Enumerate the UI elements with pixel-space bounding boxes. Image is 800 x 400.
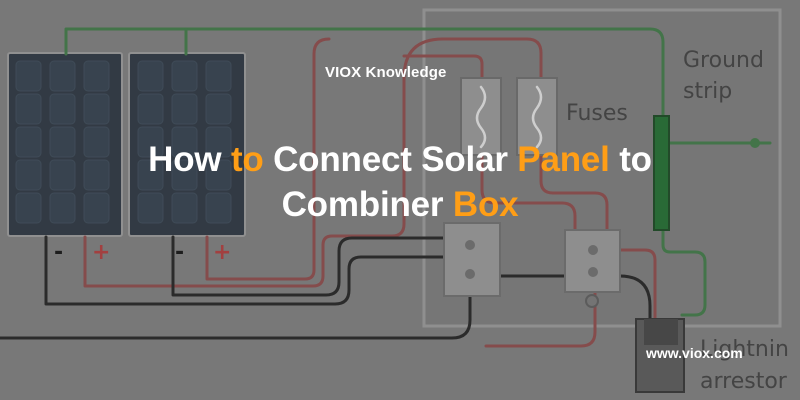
title-line1-part-3: Connect Solar [263, 140, 518, 179]
title-line1-part-4: Panel [517, 140, 610, 179]
page-title: How to Connect Solar Panel to Combiner B… [40, 137, 760, 227]
fuses-label: Fuses [566, 101, 628, 126]
lightning-arrestor-label-line2: arrestor [700, 369, 788, 394]
panel2-negative-label: - [175, 240, 184, 265]
title-line-1: How to Connect Solar Panel to [40, 137, 760, 182]
solar-panel-2 [128, 52, 246, 237]
positive-wires [83, 37, 657, 348]
ground-wires [64, 27, 772, 317]
lightning-arrestor-device [635, 318, 685, 393]
ground-strip-label-line2: strip [683, 79, 732, 104]
title-line1-part-5: to [609, 140, 652, 179]
ground-bar [653, 115, 670, 231]
panel2-positive-label: + [213, 240, 231, 265]
ground-strip-label-line1: Ground [683, 48, 764, 73]
lightning-arrestor-label-line1: Lightnin [700, 337, 789, 362]
title-line1-part-2: to [230, 140, 264, 179]
solar-panel-1 [7, 52, 123, 237]
panel1-negative-label: - [54, 240, 63, 265]
panel1-positive-label: + [92, 240, 110, 265]
title-line2-part-2: Box [452, 185, 519, 224]
terminal-blocks [443, 222, 621, 308]
brand-label: VIOX Knowledge [325, 64, 447, 81]
website-url: www.viox.com [646, 345, 743, 361]
title-line1-part-1: How [148, 140, 231, 179]
fuse-holders [460, 77, 558, 156]
title-line2-part-1: Combiner [281, 185, 453, 224]
title-line-2: Combiner Box [40, 182, 760, 227]
